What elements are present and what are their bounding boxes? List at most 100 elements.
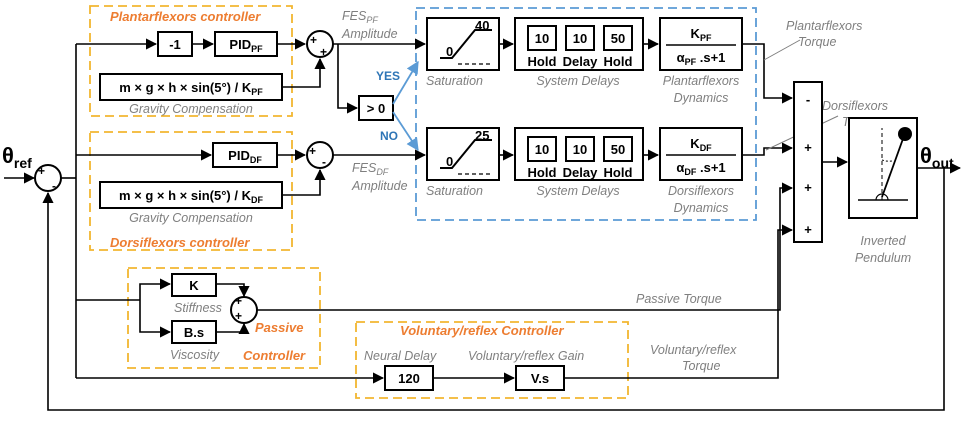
pf-tf-numerator: KPF: [691, 26, 712, 43]
df-dynamics-label-2: Dynamics: [674, 201, 729, 215]
stiffness-block: [171, 273, 217, 297]
gravity-compensation-pf-label: Gravity Compensation: [129, 102, 253, 116]
pf-sum-plus-b: +: [320, 45, 327, 59]
input-sum-plus-sign: +: [38, 164, 45, 178]
df-saturation-zero: 0: [446, 154, 453, 169]
df-tf-denominator: αDF .s+1: [676, 160, 725, 177]
pendulum-pivot: [875, 193, 889, 201]
df-delay-label-3: Hold: [604, 165, 633, 180]
df-sum-plus: +: [309, 144, 316, 158]
stiffness-label: Stiffness: [174, 301, 222, 315]
df-saturation-value: 25: [475, 128, 489, 143]
df-delay-hold-1: [527, 136, 557, 162]
torque-summing-block: [793, 81, 823, 243]
pf-delay-value-3: 50: [611, 31, 625, 46]
df-delay-label-2: Delay: [563, 165, 598, 180]
df-tf-numerator: KDF: [690, 136, 712, 153]
torque-sum-sign-voluntary: +: [804, 222, 812, 237]
pid-df-label: PIDDF: [228, 148, 262, 165]
pendulum-angle-arc: [881, 159, 893, 162]
pf-delay-label-3: Hold: [604, 54, 633, 69]
df-dynamics-label-1: Dorsiflexors: [668, 184, 734, 198]
pendulum-label-2: Pendulum: [855, 251, 911, 265]
df-torque-label-1: Dorsiflexors: [822, 99, 888, 113]
pf-delay-delay: [565, 25, 595, 51]
comparator-label: > 0: [367, 101, 385, 116]
theta-out-label: θout: [920, 143, 954, 171]
pf-dynamics-block: [659, 17, 743, 71]
passive-controller-group: [127, 267, 321, 369]
viscosity-label: Viscosity: [170, 348, 220, 362]
neural-delay-block: [384, 365, 434, 391]
voluntary-torque-label-2: Torque: [682, 359, 721, 373]
pf-saturation-zero: 0: [446, 44, 453, 59]
voluntary-torque-label-1: Voluntary/reflex: [650, 343, 737, 357]
df-delay-value-1: 10: [535, 142, 549, 157]
gravity-compensation-pf-expr: m × g × h × sin(5°) / KPF: [119, 80, 263, 97]
df-delay-hold-2: [603, 136, 633, 162]
negative-gain-value: -1: [169, 37, 181, 52]
neural-delay-label: Neural Delay: [364, 349, 437, 363]
voluntary-gain-value: V.s: [531, 371, 549, 386]
df-delay-value-2: 10: [573, 142, 587, 157]
gravity-compensation-pf-block: [99, 73, 283, 101]
pid-df-block: [212, 142, 278, 168]
df-system-delays-label: System Delays: [536, 184, 619, 198]
pf-saturation-label: Saturation: [426, 74, 483, 88]
df-saturation-label: Saturation: [426, 184, 483, 198]
plantarflexors-controller-group: [89, 5, 293, 117]
input-sum-minus-sign: -: [52, 179, 56, 193]
voluntary-controller-group: [355, 321, 629, 399]
passive-torque-label: Passive Torque: [636, 292, 722, 306]
gravity-compensation-df-label: Gravity Compensation: [129, 211, 253, 225]
viscosity-value: B.s: [184, 325, 204, 340]
passive-sum-plus-a: +: [235, 294, 242, 308]
df-delay-delay: [565, 136, 595, 162]
pendulum-rod: [881, 135, 905, 198]
torque-sum-sign-pf: -: [806, 92, 810, 107]
pf-torque-label-2: Torque: [798, 35, 837, 49]
df-delay-label-1: Hold: [528, 165, 557, 180]
pf-delay-label-1: Hold: [528, 54, 557, 69]
pf-saturation-value: 40: [475, 18, 489, 33]
pid-pf-label: PIDPF: [229, 37, 263, 54]
pf-delay-hold-1: [527, 25, 557, 51]
muscle-model-group: [415, 7, 757, 221]
pf-delay-hold-2: [603, 25, 633, 51]
fes-df-label: FESDF: [352, 161, 389, 177]
pf-torque-label-1: Plantarflexors: [786, 19, 862, 33]
neural-delay-value: 120: [398, 371, 420, 386]
pf-delay-label-2: Delay: [563, 54, 598, 69]
passive-controller-title-1: Passive: [255, 320, 303, 335]
gravity-compensation-df-expr: m × g × h × sin(5°) / KDF: [119, 188, 263, 205]
pendulum-mass: [898, 127, 912, 141]
dorsiflexors-controller-group: [89, 131, 293, 251]
voluntary-controller-title: Voluntary/reflex Controller: [400, 323, 564, 338]
dorsiflexors-controller-title: Dorsiflexors controller: [110, 235, 250, 250]
df-delay-value-3: 50: [611, 142, 625, 157]
pendulum-label-1: Inverted: [860, 234, 906, 248]
pf-dynamics-label-1: Plantarflexors: [663, 74, 739, 88]
torque-sum-sign-df: +: [804, 140, 812, 155]
voluntary-gain-label: Voluntary/reflex Gain: [468, 349, 584, 363]
theta-ref-label: θref: [2, 143, 32, 171]
passive-sum-plus-b: +: [235, 309, 242, 323]
plantarflexors-controller-title: Plantarflexors controller: [110, 9, 261, 24]
df-dynamics-block: [659, 127, 743, 181]
fes-df-amplitude-label: Amplitude: [351, 179, 408, 193]
df-sum-minus: -: [322, 155, 326, 169]
no-label: NO: [380, 129, 398, 143]
passive-controller-title-2: Controller: [243, 348, 306, 363]
fes-pf-label: FESPF: [342, 9, 378, 25]
pf-system-delays-label: System Delays: [536, 74, 619, 88]
torque-sum-sign-passive: +: [804, 180, 812, 195]
pf-delay-value-2: 10: [573, 31, 587, 46]
stiffness-value: K: [189, 278, 199, 293]
pf-dynamics-label-2: Dynamics: [674, 91, 729, 105]
comparator-block: [358, 95, 394, 121]
pf-sum-plus-a: +: [310, 33, 317, 47]
pf-delay-value-1: 10: [535, 31, 549, 46]
yes-label: YES: [376, 69, 400, 83]
